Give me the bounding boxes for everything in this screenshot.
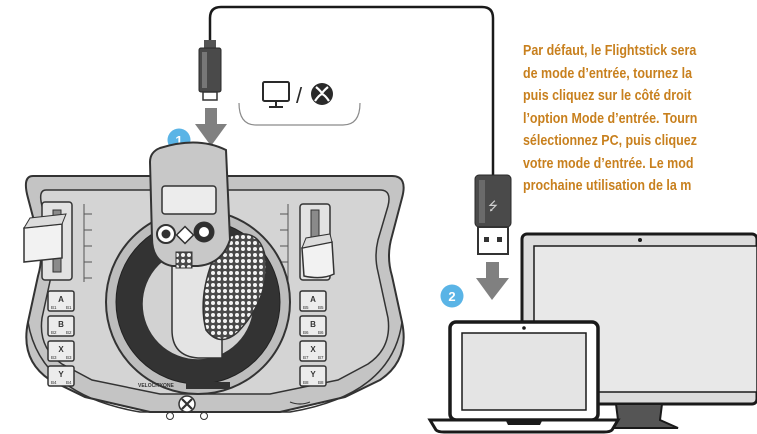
face-button-letter: Y xyxy=(310,370,316,379)
face-button-letter: X xyxy=(58,345,64,354)
face-button-tag: B3 xyxy=(51,355,57,360)
face-button-letter: B xyxy=(310,320,316,329)
face-button-tag: B2 xyxy=(66,330,72,335)
face-button-tag: B2 xyxy=(51,330,57,335)
face-button-letter: Y xyxy=(58,370,64,379)
face-button-tag: B4 xyxy=(66,380,72,385)
left-throttle-scale xyxy=(83,204,92,282)
right-throttle xyxy=(299,203,335,281)
step-1-number: 1 xyxy=(175,133,182,148)
face-button-tag: B6 xyxy=(318,330,324,335)
usb-a-connector: ⭍ xyxy=(474,174,512,255)
usb-symbol-icon: ⭍ xyxy=(488,199,498,213)
monitor-icon xyxy=(262,81,290,108)
face-button[interactable]: Y B8 B8 xyxy=(299,365,327,387)
instruction-line: prochaine utilisation de la m xyxy=(523,178,692,194)
velocityone-flightstick: A B1 B1 B B2 B2 X B3 B3 Y B4 B4 xyxy=(23,141,405,420)
menu-button[interactable] xyxy=(200,412,208,420)
face-button[interactable]: A B1 B1 xyxy=(47,290,75,312)
mode-indicator: / xyxy=(238,81,361,126)
step-2-number: 2 xyxy=(448,289,455,304)
instruction-line: l’option Mode d’entrée. Tourn xyxy=(523,110,698,127)
face-button-tag: B1 xyxy=(66,305,72,310)
step-1-arrow xyxy=(195,108,227,146)
face-button[interactable]: A B5 B5 xyxy=(299,290,327,312)
face-button-tag: B4 xyxy=(51,380,57,385)
face-button-tag: B1 xyxy=(51,305,57,310)
face-button-tag: B3 xyxy=(66,355,72,360)
instruction-line: de mode d’entrée, tournez la xyxy=(523,65,693,82)
instructions-text: Par défaut, le Flightstick sera de mode … xyxy=(523,40,724,198)
face-button-letter: A xyxy=(58,295,64,304)
instruction-line: sélectionnez PC, puis cliquez xyxy=(523,133,697,149)
instruction-line: puis cliquez sur le côté droit xyxy=(523,88,692,104)
face-button[interactable]: B B6 B6 xyxy=(299,315,327,337)
view-button[interactable] xyxy=(166,412,174,420)
face-button-tag: B7 xyxy=(303,355,309,360)
face-button-letter: B xyxy=(58,320,64,329)
brand-label: VELOCITYONE xyxy=(138,383,175,389)
face-button-tag: B7 xyxy=(318,355,324,360)
usb-c-connector xyxy=(198,40,222,101)
joystick-head[interactable] xyxy=(148,141,232,269)
xbox-icon xyxy=(311,83,333,105)
usb-cable xyxy=(208,5,495,178)
face-buttons-right: A B5 B5 B B6 B6 X B7 B7 Y B8 B8 xyxy=(299,290,327,387)
instruction-line: Par défaut, le Flightstick sera xyxy=(523,43,697,59)
face-button-tag: B8 xyxy=(303,380,309,385)
face-button-letter: A xyxy=(310,295,316,304)
face-buttons-left: A B1 B1 B B2 B2 X B3 B3 Y B4 B4 xyxy=(47,290,75,387)
mode-separator: / xyxy=(296,83,303,108)
face-button-tag: B6 xyxy=(303,330,309,335)
face-button[interactable]: B B2 B2 xyxy=(47,315,75,337)
trigger-grip xyxy=(175,251,193,269)
face-button-letter: X xyxy=(310,345,316,354)
face-button[interactable]: X B7 B7 xyxy=(299,340,327,362)
face-button-tag: B5 xyxy=(303,305,309,310)
face-button-tag: B5 xyxy=(318,305,324,310)
brand-strip xyxy=(186,382,230,389)
face-button-tag: B8 xyxy=(318,380,324,385)
face-button[interactable]: X B3 B3 xyxy=(47,340,75,362)
step-2-arrow xyxy=(476,262,509,300)
joystick-display xyxy=(161,185,217,215)
face-button[interactable]: Y B4 B4 xyxy=(47,365,75,387)
instruction-line: votre mode d’entrée. Le mod xyxy=(523,155,694,172)
left-throttle xyxy=(23,201,73,281)
laptop xyxy=(427,320,621,434)
step-2-badge: 2 xyxy=(440,284,464,308)
dpad-icon[interactable] xyxy=(175,225,195,245)
home-button[interactable] xyxy=(178,395,196,413)
